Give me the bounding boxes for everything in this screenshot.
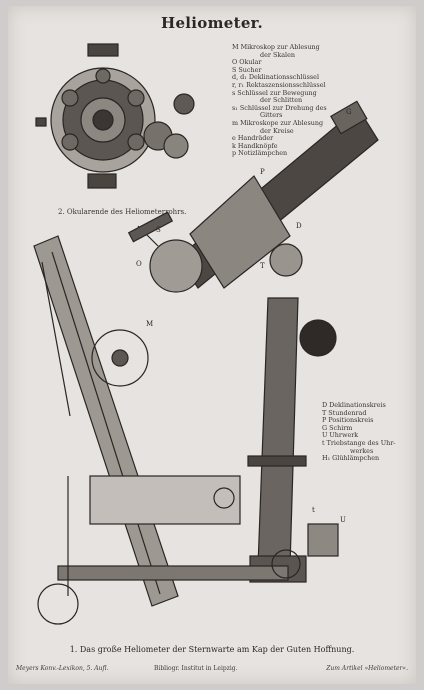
footer-publisher: Bibliogr. Institut in Leipzig. (154, 665, 238, 672)
legend-entry: M Mikroskop zur Ablesung (232, 43, 320, 51)
letter-T: T (260, 262, 265, 270)
heliometer-engraving: M P D T G S U t O (33, 43, 379, 625)
legend-entry: der Kreise (260, 126, 294, 135)
letter-G: G (346, 108, 352, 116)
legend-entry: k Handknöpfe (232, 141, 278, 150)
letter-S: S (156, 226, 161, 234)
legend-entry: Gitters (260, 111, 283, 120)
legend-entry: s₁ Schlüssel zur Drehung des (232, 103, 327, 112)
letter-O: O (136, 260, 142, 268)
legend-entry: der Skalen (260, 50, 295, 59)
eyepiece-end-figure (35, 43, 195, 189)
legend-entry: t Triebstange des Uhr- (322, 438, 396, 447)
figure-1-caption: 1. Das große Heliometer der Sternwarte a… (69, 645, 355, 654)
letter-t: t (312, 506, 315, 514)
figure-2-label: 2. Okularende des Heliometerrohrs. (58, 208, 187, 216)
legend-entry: O Okular (232, 58, 262, 67)
letter-P: P (260, 168, 265, 176)
legend-entry: G Schirm (322, 423, 353, 432)
legend-entry: P Positionskreis (322, 416, 374, 425)
observing-chair (33, 235, 301, 625)
legend-entry: m Mikroskope zur Ablesung (232, 118, 324, 127)
legend-entry: e Handräder (232, 134, 274, 143)
telescope-tube (127, 100, 379, 293)
page-title: Heliometer. (160, 14, 264, 32)
legend-entry: werkes (350, 446, 374, 455)
legend-entry: d, d₁ Deklinationsschlüssel (232, 73, 320, 82)
legend-entry: p Notizlämpchen (232, 149, 288, 158)
footer-article-ref: Zum Artikel »Heliometer«. (326, 665, 408, 672)
legend-entry: U Uhrwerk (322, 431, 359, 440)
legend-entry: s Schlüssel zur Bewegung (232, 88, 317, 97)
letter-M: M (146, 320, 153, 328)
legend-entry: r, r₁ Rektaszensionsschlüssel (232, 80, 326, 89)
legend-entry: D Deklinationskreis (322, 401, 386, 409)
legend-entry: H₁ Glühlämpchen (322, 454, 380, 463)
plate-letters: M P D T G S U t O (136, 108, 352, 524)
footer-publication: Meyers Konv.-Lexikon, 5. Aufl. (16, 665, 109, 672)
legend-entry: T Stundenrad (322, 408, 367, 417)
letter-U: U (340, 516, 346, 524)
legend-entry: der Schlitten (260, 96, 303, 105)
letter-D: D (296, 222, 302, 230)
legend-entry: S Sucher (232, 65, 262, 74)
